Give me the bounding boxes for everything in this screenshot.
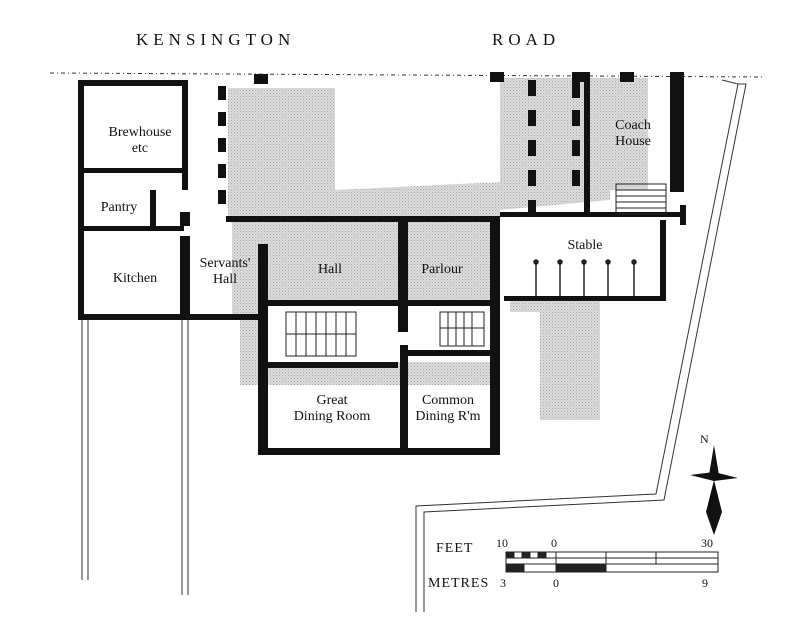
scale-bar — [505, 551, 719, 573]
scale-feet-tick: 30 — [701, 536, 713, 550]
room-label-common-dining-room: Common Dining R'm — [415, 393, 481, 424]
stable-stalls — [533, 259, 637, 296]
room-label-stable: Stable — [567, 238, 603, 253]
room-label-great-dining-room: Great Dining Room — [293, 393, 371, 424]
room-label-parlour: Parlour — [421, 262, 463, 277]
room-label-servants-hall: Servants' Hall — [199, 256, 251, 287]
scale-feet-tick: 10 — [496, 536, 508, 550]
staircase-hall — [285, 311, 357, 357]
room-label-coach-house: Coach House — [615, 118, 651, 149]
north-arrow-icon — [690, 445, 738, 535]
staircase-coach-house — [615, 183, 667, 215]
room-label-kitchen: Kitchen — [112, 271, 158, 286]
road-label-kensington: KENSINGTON — [136, 30, 296, 49]
scale-feet-label: FEET — [436, 541, 474, 556]
room-label-brewhouse: Brewhouse etc — [108, 125, 172, 156]
north-label: N — [700, 432, 710, 446]
walls — [78, 72, 686, 455]
scale-metres-tick: 3 — [500, 576, 506, 590]
scale-metres-tick: 9 — [702, 576, 708, 590]
shaded-areas — [228, 78, 648, 420]
scale-feet-tick: 0 — [551, 536, 557, 550]
road-label-road: ROAD — [492, 30, 561, 49]
road-frontage-line — [49, 72, 766, 78]
room-label-pantry: Pantry — [100, 200, 138, 215]
staircase-parlour — [439, 311, 485, 347]
scale-metres-label: METRES — [428, 576, 490, 591]
scale-metres-tick: 0 — [553, 576, 559, 590]
boundary-lines — [81, 79, 747, 612]
room-label-hall: Hall — [317, 262, 343, 277]
